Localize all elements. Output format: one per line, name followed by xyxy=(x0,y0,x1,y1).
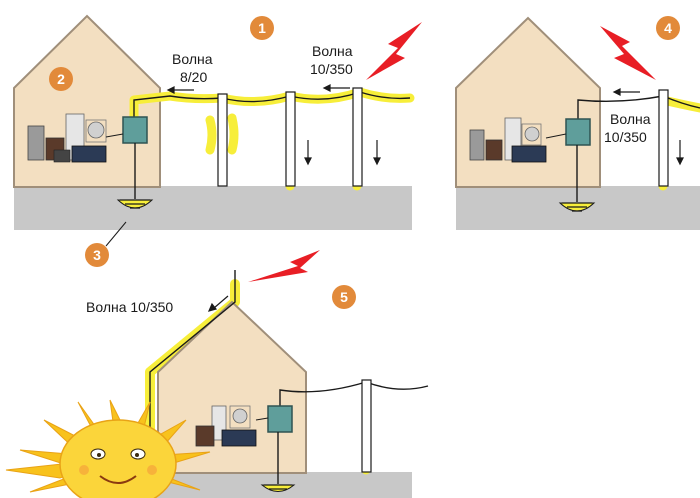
lightning-rod-wire xyxy=(149,270,236,470)
wave-label-10-350-b-line2: 10/350 xyxy=(604,129,647,145)
arrow-down-left-icon xyxy=(207,295,229,312)
badge-number: 1 xyxy=(258,20,266,36)
wave-label-10-350-a-line1: Волна xyxy=(312,43,353,59)
arrow-left-icon xyxy=(166,86,194,94)
lightning-bolt-icon xyxy=(600,26,656,80)
appliances-cluster xyxy=(27,113,124,163)
scene-4 xyxy=(455,16,700,230)
badge-3-leader xyxy=(105,221,127,247)
arrow-left-icon xyxy=(612,88,640,96)
scene-1 xyxy=(13,14,415,230)
badge-4: 4 xyxy=(656,16,680,40)
sun-mascot xyxy=(5,399,211,498)
wave-label-10-350-c: Волна 10/350 xyxy=(86,299,173,315)
breaker-box xyxy=(122,116,148,144)
ground-strip xyxy=(14,186,412,230)
breaker-box xyxy=(267,405,293,433)
arrow-icons xyxy=(166,84,684,312)
ground-symbol xyxy=(260,484,296,492)
appliances-cluster xyxy=(195,405,269,447)
breaker-box xyxy=(565,118,591,146)
badge-number: 4 xyxy=(664,20,672,36)
arrow-down-icon xyxy=(373,140,381,166)
badge-3: 3 xyxy=(85,243,109,267)
badge-number: 2 xyxy=(57,71,65,87)
house xyxy=(157,300,307,474)
wave-label-8-20-line1: Волна xyxy=(172,51,213,67)
scene-5 xyxy=(5,270,429,498)
surge-highlight xyxy=(129,87,415,191)
pole xyxy=(285,91,296,187)
pole xyxy=(352,87,363,187)
lightning-bolt-icon xyxy=(366,22,422,80)
wave-label-10-350-a-line2: 10/350 xyxy=(310,61,353,77)
pole xyxy=(217,93,228,187)
badge-2: 2 xyxy=(49,67,73,91)
badge-number: 3 xyxy=(93,247,101,263)
pole xyxy=(658,89,669,187)
appliances-cluster xyxy=(469,117,567,163)
badge-5: 5 xyxy=(332,285,356,309)
lightning-bolt-icon xyxy=(248,250,320,282)
badge-1: 1 xyxy=(250,16,274,40)
wave-label-8-20-line2: 8/20 xyxy=(180,69,207,85)
wave-label-10-350-b-line1: Волна xyxy=(610,111,651,127)
pole xyxy=(361,379,372,473)
arrow-left-icon xyxy=(322,84,350,92)
arrow-down-icon xyxy=(304,140,312,166)
arrow-down-icon xyxy=(676,140,684,166)
badge-number: 5 xyxy=(340,289,348,305)
